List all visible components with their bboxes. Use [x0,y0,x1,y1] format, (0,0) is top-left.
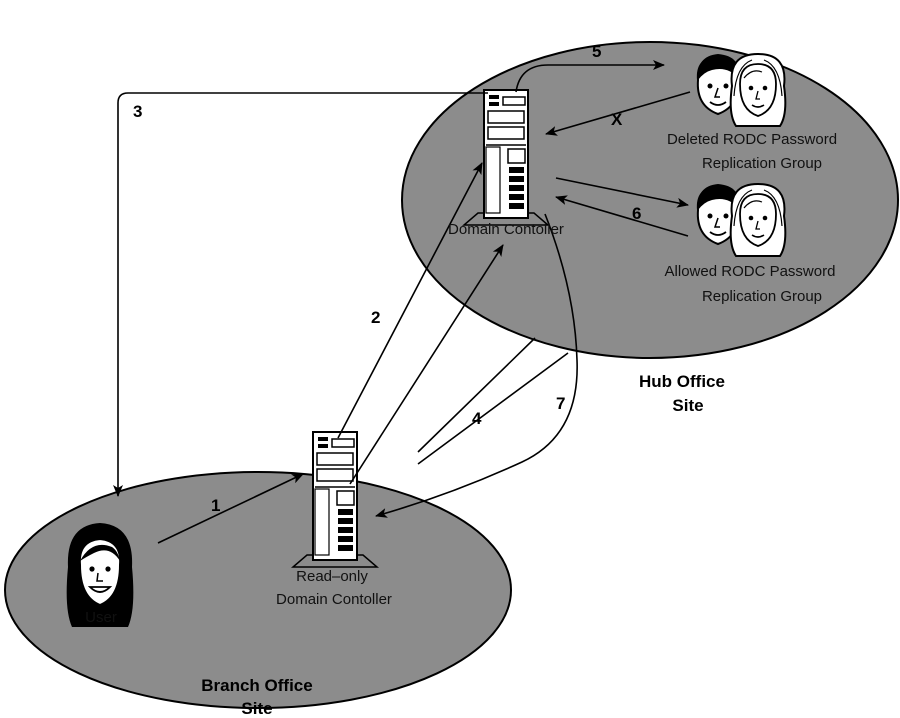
dc-label: Domain Contoller [448,221,564,238]
allowed-group-label-line2: Replication Group [702,288,822,305]
arrow-step-2 [337,162,483,439]
blocked-mark: X [611,110,623,129]
hub-site-label-line2: Site [672,396,703,415]
arrow-step-5 [515,60,665,93]
branch-site-ellipse [4,471,512,709]
branch-site-label-line2: Site [241,699,272,718]
rodc-label-line2: Domain Contoller [276,591,392,608]
arrow-step-3 [113,92,488,497]
arrow-step-4 [349,244,504,485]
arrow-dc-to-allowed [555,177,689,208]
site-link-line-lower [417,352,569,465]
step-label-4: 4 [472,409,482,428]
arrow-step-7 [375,213,578,518]
step-label-6: 6 [632,204,641,223]
step-label-3: 3 [133,102,142,121]
step-label-7: 7 [556,394,565,413]
hub-site-label-line1: Hub Office [639,372,725,391]
branch-site-label-line1: Branch Office [201,676,312,695]
deleted-group-label-line1: Deleted RODC Password [667,131,837,148]
user-label: User [85,609,117,626]
site-link-line-upper [417,337,536,453]
user-avatar-icon [66,523,134,627]
step-label-2: 2 [371,308,380,327]
arrow-blocked [545,91,691,136]
step-label-5: 5 [592,42,601,61]
arrow-step-1 [157,473,304,544]
deleted-group-label-line2: Replication Group [702,155,822,172]
hub-site-ellipse [401,41,899,359]
arrow-step-6 [555,195,689,237]
step-label-1: 1 [211,496,220,515]
allowed-group-label-line1: Allowed RODC Password [665,263,836,280]
rodc-label-line1: Read–only [296,568,368,585]
